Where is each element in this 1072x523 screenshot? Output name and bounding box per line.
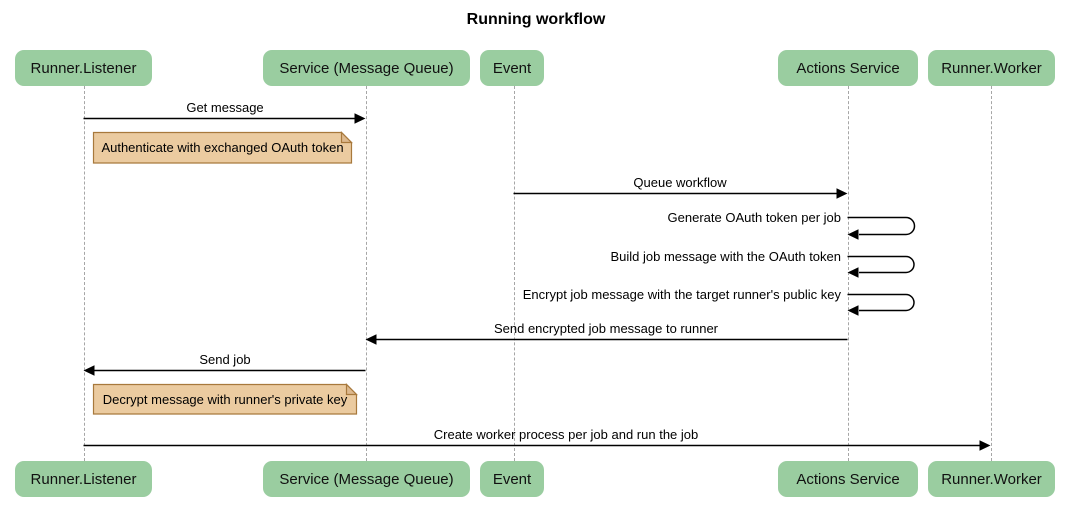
- note-decrypt-private-key: Decrypt message with runner's private ke…: [102, 391, 348, 407]
- arrow-self-build-job-message: [847, 255, 915, 278]
- lifeline-actions-service: [847, 86, 849, 461]
- actor-bottom-actions-service: Actions Service: [778, 461, 918, 497]
- actor-bottom-runner-worker: Runner.Worker: [928, 461, 1055, 497]
- message-label-build-job-message: Build job message with the OAuth token: [610, 249, 841, 264]
- message-label-generate-oauth-token: Generate OAuth token per job: [667, 210, 841, 225]
- message-label-send-job: Send job: [199, 352, 251, 367]
- actor-bottom-event: Event: [480, 461, 544, 497]
- message-label-queue-workflow: Queue workflow: [633, 175, 727, 190]
- actor-top-event: Event: [480, 50, 544, 86]
- actor-top-actions-service: Actions Service: [778, 50, 918, 86]
- actor-top-runner-worker: Runner.Worker: [928, 50, 1055, 86]
- message-label-create-worker-process: Create worker process per job and run th…: [433, 427, 699, 442]
- lifeline-runner-worker: [990, 86, 992, 461]
- actor-bottom-service-message-queue: Service (Message Queue): [263, 461, 470, 497]
- diagram-title: Running workflow: [466, 11, 606, 28]
- arrow-self-generate-oauth-token: [847, 216, 916, 240]
- message-label-send-encrypted-job-message: Send encrypted job message to runner: [493, 321, 719, 336]
- arrow-self-encrypt-job-message: [847, 293, 915, 316]
- lifeline-service-message-queue: [365, 86, 367, 461]
- message-label-get-message: Get message: [186, 100, 264, 115]
- message-label-encrypt-job-message: Encrypt job message with the target runn…: [522, 287, 841, 302]
- actor-bottom-runner-listener: Runner.Listener: [15, 461, 152, 497]
- lifeline-runner-listener: [83, 86, 85, 461]
- note-authenticate-oauth: Authenticate with exchanged OAuth token: [101, 140, 344, 155]
- actor-top-runner-listener: Runner.Listener: [15, 50, 152, 86]
- actor-top-service-message-queue: Service (Message Queue): [263, 50, 470, 86]
- lifeline-event: [513, 86, 515, 461]
